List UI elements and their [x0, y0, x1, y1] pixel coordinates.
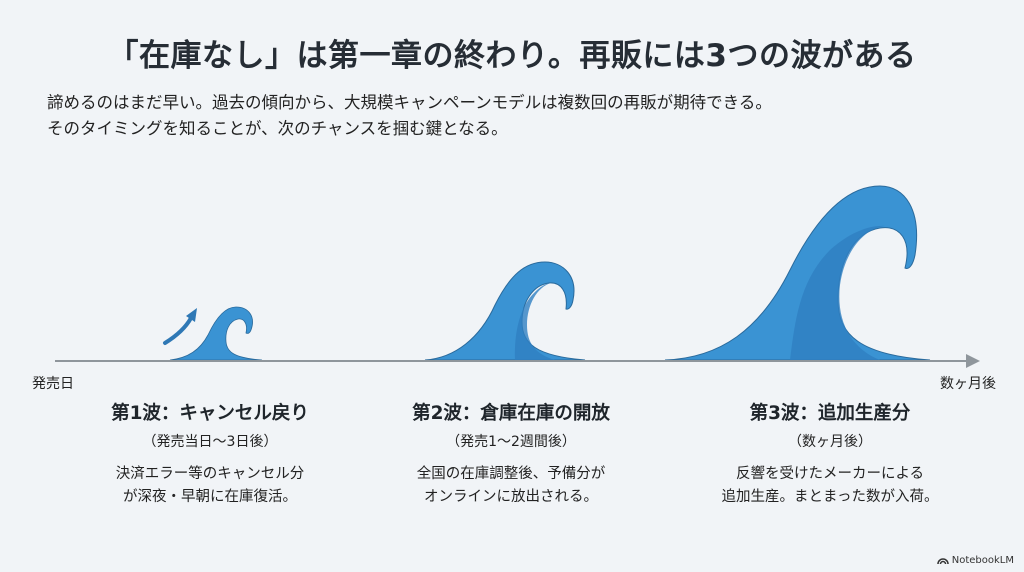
wave-2-description: 第2波：倉庫在庫の開放 （発売1〜2週間後） 全国の在庫調整後、予備分が オンラ…	[361, 399, 661, 509]
wave-3-description: 第3波：追加生産分 （数ヶ月後） 反響を受けたメーカーによる 追加生産。まとまっ…	[680, 399, 980, 509]
wave-icon-small	[169, 306, 263, 361]
wave-2-period: （発売1〜2週間後）	[446, 434, 576, 450]
subtitle-line-2: そのタイミングを知ることが、次のチャンスを掴む鍵となる。	[47, 119, 508, 138]
wave-icon-medium	[424, 261, 586, 361]
wave-1-description: 第1波：キャンセル戻り （発売当日〜3日後） 決済エラー等のキャンセル分 が深夜…	[60, 399, 360, 509]
wave-3-period: （数ヶ月後）	[788, 434, 872, 450]
wave-icon-large	[664, 185, 931, 361]
wave-1-period: （発売当日〜3日後）	[142, 434, 278, 450]
subtitle-line-1: 諦めるのはまだ早い。過去の傾向から、大規模キャンペーンモデルは複数回の再販が期待…	[47, 93, 772, 112]
wave-1-text-line-2: が深夜・早朝に在庫復活。	[123, 489, 297, 505]
timeline-axis	[55, 354, 980, 368]
wave-1-text: 決済エラー等のキャンセル分 が深夜・早朝に在庫復活。	[60, 463, 360, 509]
wave-3-text: 反響を受けたメーカーによる 追加生産。まとまった数が入荷。	[680, 463, 980, 509]
timeline-end-label: 数ヶ月後	[940, 376, 996, 392]
logo-text: NotebookLM	[951, 555, 1014, 566]
notebooklm-icon	[937, 558, 949, 565]
wave-2-text-line-2: オンラインに放出される。	[424, 489, 598, 505]
wave-2-text: 全国の在庫調整後、予備分が オンラインに放出される。	[361, 463, 661, 509]
timeline-start-label: 発売日	[32, 376, 74, 392]
wave-3-text-line-1: 反響を受けたメーカーによる	[735, 466, 925, 482]
wave-3-text-line-2: 追加生産。まとまった数が入荷。	[721, 489, 939, 505]
notebooklm-logo: NotebookLM	[937, 555, 1014, 566]
page-title: 「在庫なし」は第一章の終わり。再販には3つの波がある	[107, 38, 917, 74]
wave-2-text-line-1: 全国の在庫調整後、予備分が	[416, 466, 606, 482]
rising-arrow-icon	[163, 308, 197, 345]
wave-1-text-line-1: 決済エラー等のキャンセル分	[115, 466, 305, 482]
subtitle: 諦めるのはまだ早い。過去の傾向から、大規模キャンペーンモデルは複数回の再販が期待…	[47, 90, 772, 142]
wave-2-title: 第2波：倉庫在庫の開放	[412, 403, 610, 424]
wave-3-title: 第3波：追加生産分	[749, 403, 911, 424]
wave-1-title: 第1波：キャンセル戻り	[111, 403, 309, 424]
